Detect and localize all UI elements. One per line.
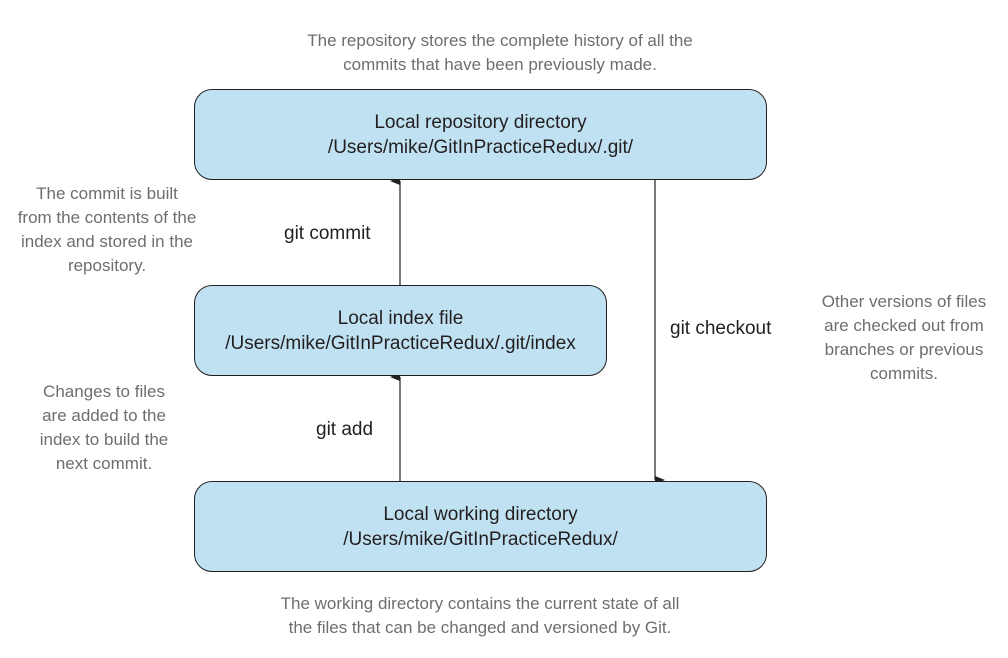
git-commit-label: git commit bbox=[284, 223, 371, 244]
note-repository: The repository stores the complete histo… bbox=[307, 31, 693, 74]
note-checkout: Other versions of files are checked out … bbox=[821, 292, 987, 383]
local-index-path: /Users/mike/GitInPracticeRedux/.git/inde… bbox=[225, 332, 576, 354]
local-repository-title: Local repository directory bbox=[374, 111, 587, 133]
local-repository-path: /Users/mike/GitInPracticeRedux/.git/ bbox=[327, 136, 634, 158]
git-checkout-label: git checkout bbox=[670, 318, 772, 339]
note-commit: The commit is built from the contents of… bbox=[17, 184, 197, 275]
note-working: The working directory contains the curre… bbox=[280, 594, 680, 637]
local-index-box: Local index file /Users/mike/GitInPracti… bbox=[194, 285, 607, 376]
git-add-label: git add bbox=[316, 419, 374, 440]
local-repository-box: Local repository directory /Users/mike/G… bbox=[194, 89, 767, 180]
local-working-path: /Users/mike/GitInPracticeRedux/ bbox=[343, 528, 618, 550]
local-working-title: Local working directory bbox=[383, 503, 578, 525]
note-add: Changes to files are added to the index … bbox=[39, 382, 169, 473]
local-index-title: Local index file bbox=[337, 307, 464, 329]
local-working-box: Local working directory /Users/mike/GitI… bbox=[194, 481, 767, 572]
